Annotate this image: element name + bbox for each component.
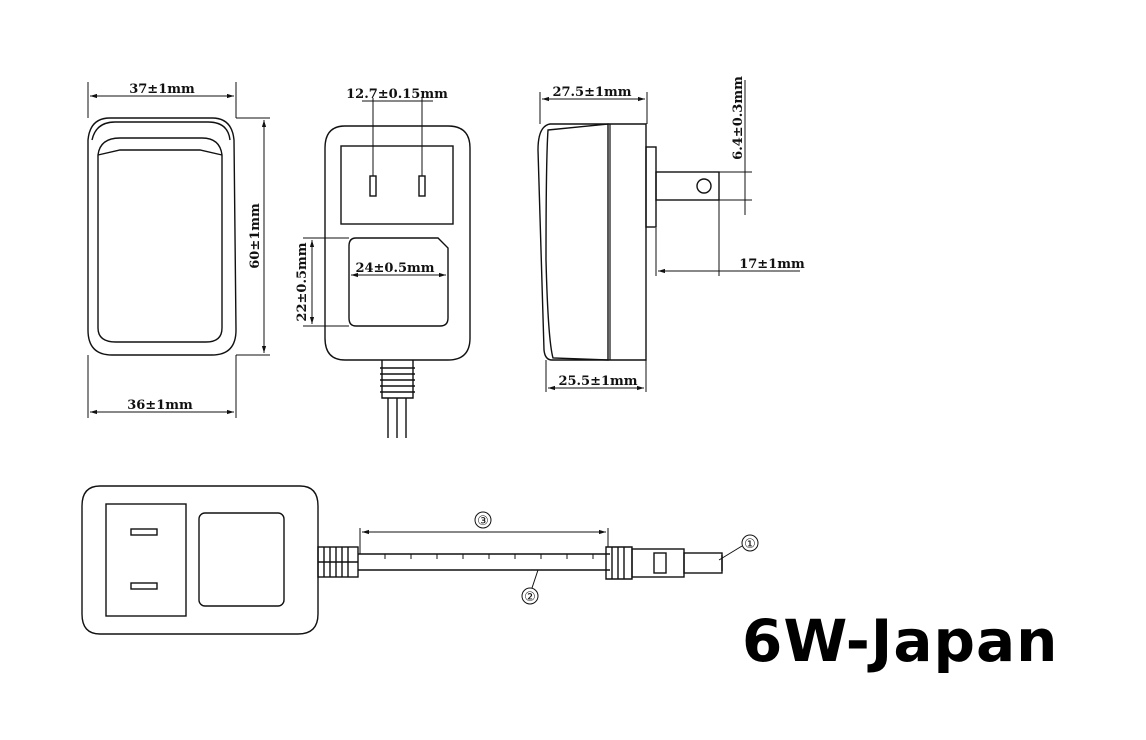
front-top-width-label: 37±1mm: [129, 82, 195, 97]
pin-slot-right: [418, 175, 426, 197]
label-height-label: 22±0.5mm: [295, 242, 310, 321]
side-pin-base: [645, 146, 657, 228]
front-body-outline: [87, 117, 237, 356]
pin-spacing-label: 12.7±0.15mm: [346, 87, 448, 102]
cable-view-label: [198, 512, 285, 607]
front-top-bevel: [91, 121, 231, 141]
cable-view-body: [81, 485, 319, 635]
pin-width-label: 6.4±0.3mm: [731, 76, 746, 160]
label-recess: [348, 237, 449, 327]
side-pin: [655, 171, 720, 201]
label-width-label: 24±0.5mm: [355, 261, 434, 276]
cable-segments: [384, 554, 594, 559]
front-bottom-width-label: 36±1mm: [127, 398, 193, 413]
side-top-depth-label: 27.5±1mm: [552, 85, 631, 100]
pin-hole: [696, 178, 712, 194]
cable-view-strain-relief: [317, 546, 359, 578]
callout-3-label: ③: [477, 514, 489, 529]
front-height-label: 60±1mm: [248, 203, 263, 269]
pin-length-label: 17±1mm: [739, 257, 805, 272]
front-top-bevel-inner: [97, 149, 223, 156]
dc-plug: [605, 546, 723, 580]
cable-view-pin-2: [130, 582, 158, 590]
callout-2-label: ②: [524, 590, 536, 605]
side-body-outline: [537, 123, 647, 361]
cable-view: ③ ② ①: [81, 485, 759, 635]
cable-strain-relief: [380, 360, 415, 438]
plug-face-view: 12.7±0.15mm 24±0.5mm 22±0.5mm: [295, 87, 471, 438]
callout-2-circle: [521, 587, 539, 605]
side-front-curve: [545, 123, 609, 361]
cable-view-pin-1: [130, 528, 158, 536]
front-view: 37±1mm 36±1mm 60±1mm: [87, 82, 270, 418]
side-bottom-depth-label: 25.5±1mm: [558, 374, 637, 389]
callout-1-label: ①: [744, 537, 756, 552]
callout-3-circle: [474, 511, 492, 529]
side-view: 27.5±1mm 25.5±1mm 6.4±0.3mm 17±1mm: [537, 76, 805, 392]
callout-1-circle: [741, 534, 759, 552]
front-inner-panel: [97, 137, 223, 343]
plug-face-body-outline: [324, 125, 471, 361]
pin-slot-left: [369, 175, 377, 197]
model-title: 6W-Japan: [742, 607, 1059, 675]
plug-face-recess: [340, 145, 454, 225]
cable-view-plug-panel: [105, 503, 187, 617]
